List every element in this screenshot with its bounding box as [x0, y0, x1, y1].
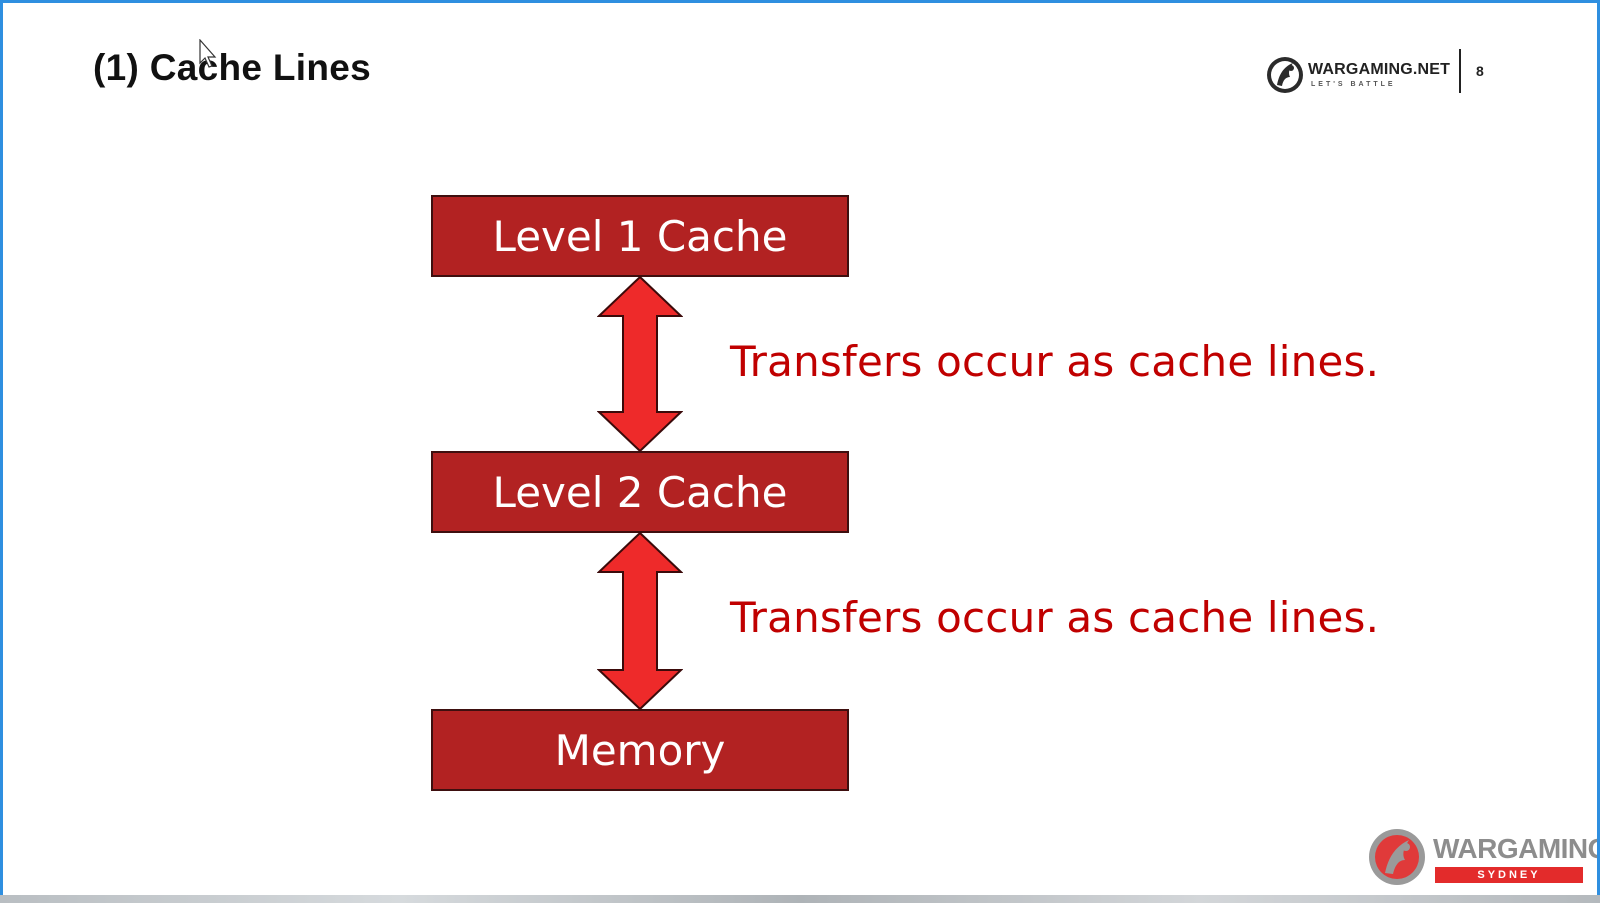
slide-title: (1) Cache Lines — [93, 47, 371, 88]
header-brand: WARGAMING.NET — [1308, 61, 1451, 78]
double-arrow-icon — [597, 532, 683, 710]
transfer-label: Transfers occur as cache lines. — [730, 337, 1380, 386]
slide-number: 8 — [1476, 63, 1484, 79]
memory-box: Memory — [431, 709, 849, 791]
level1-cache-box: Level 1 Cache — [431, 195, 849, 277]
transfer-label: Transfers occur as cache lines. — [730, 593, 1380, 642]
bottom-strip — [0, 895, 1600, 903]
header-divider — [1459, 49, 1461, 93]
footer-brand: WARGAMING — [1433, 833, 1600, 864]
level2-cache-box: Level 2 Cache — [431, 451, 849, 533]
mouse-cursor-icon — [199, 39, 217, 68]
footer-city: SYDNEY — [1435, 867, 1583, 883]
header-tagline: LET'S BATTLE — [1311, 81, 1396, 88]
wargaming-emblem-icon — [1369, 829, 1425, 885]
footer-logo: WARGAMING SYDNEY — [1367, 823, 1597, 889]
wargaming-emblem-icon — [1267, 57, 1303, 93]
double-arrow-icon — [597, 276, 683, 452]
